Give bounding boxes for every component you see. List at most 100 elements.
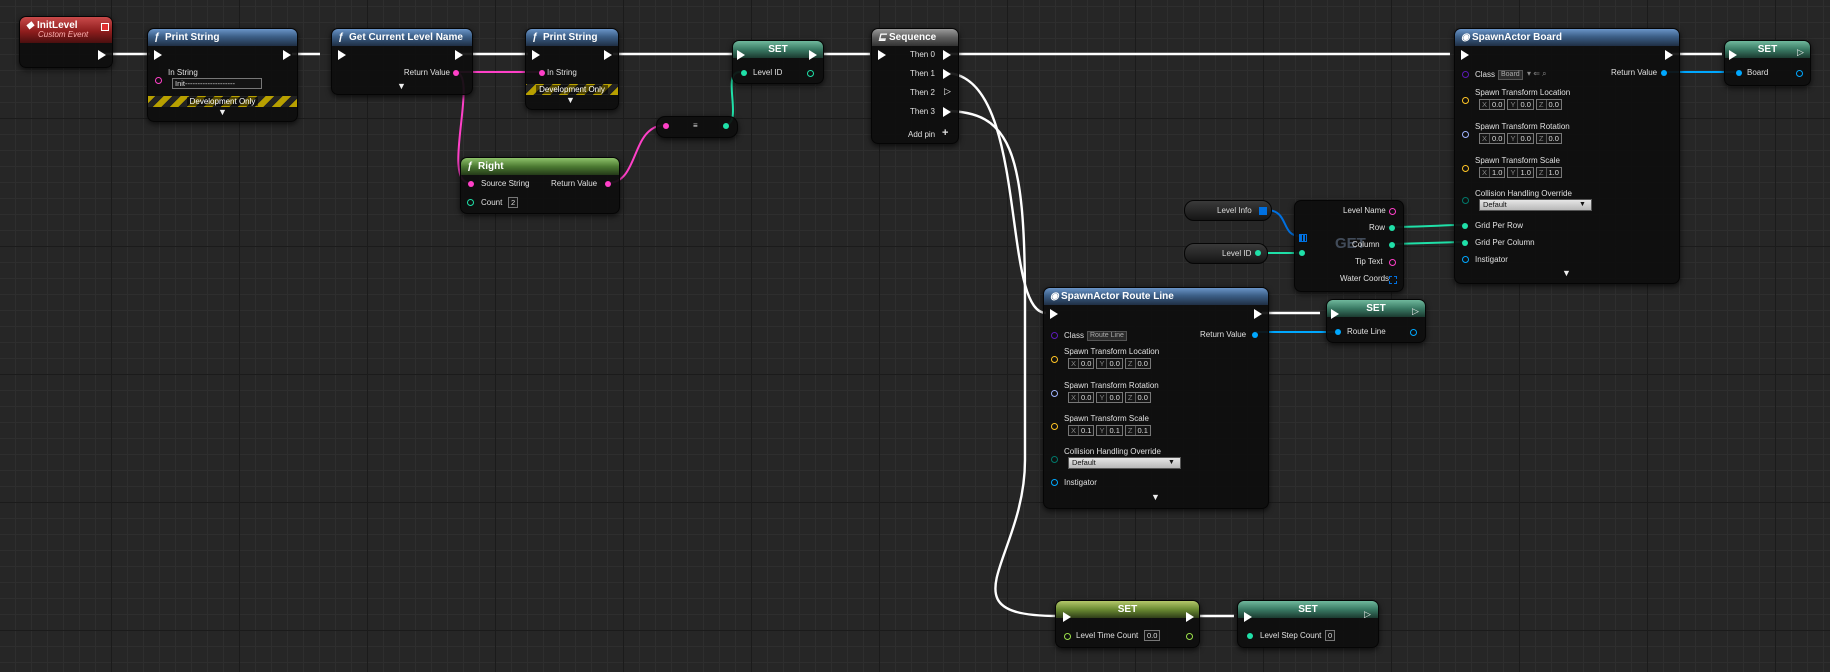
- class-tools-icon[interactable]: ▾ ⇐ ⌕: [1527, 69, 1547, 78]
- exec-out-pin[interactable]: [809, 50, 817, 60]
- column-pin[interactable]: [1389, 242, 1395, 248]
- class-pin[interactable]: [1051, 332, 1058, 339]
- exec-in-pin[interactable]: [1729, 50, 1737, 60]
- exec-out-pin[interactable]: ▷: [1364, 609, 1371, 619]
- index-pin[interactable]: [1299, 250, 1305, 256]
- level-id-out-pin[interactable]: [807, 70, 814, 77]
- count-input[interactable]: 2: [508, 197, 519, 208]
- grid-per-column-pin[interactable]: [1462, 240, 1468, 246]
- rotation-pin[interactable]: [1462, 131, 1469, 138]
- location-pin[interactable]: [1051, 356, 1058, 363]
- in-string-pin[interactable]: [155, 77, 162, 84]
- count-pin[interactable]: [467, 199, 474, 206]
- in-string-pin[interactable]: [539, 70, 545, 76]
- set-level-id-node[interactable]: SET Level ID: [732, 40, 824, 84]
- exec-in-pin[interactable]: [338, 50, 346, 60]
- exec-in-pin[interactable]: [154, 50, 162, 60]
- exec-out-pin[interactable]: [604, 50, 612, 60]
- init-level-event-node[interactable]: ◆InitLevel Custom Event: [19, 16, 113, 68]
- level-id-pin[interactable]: [741, 70, 747, 76]
- conversion-out-pin[interactable]: [723, 123, 729, 129]
- class-pin[interactable]: [1462, 71, 1469, 78]
- expand-arrow-icon[interactable]: ▼: [1562, 268, 1571, 278]
- exec-out-pin[interactable]: [455, 50, 463, 60]
- exec-in-pin[interactable]: [1244, 612, 1252, 622]
- conversion-in-pin[interactable]: [663, 123, 669, 129]
- exec-out-pin[interactable]: [1186, 612, 1194, 622]
- expand-arrow-icon[interactable]: ▼: [1151, 492, 1160, 502]
- level-step-count-input[interactable]: 0: [1325, 630, 1336, 641]
- exec-out-pin[interactable]: ▷: [1412, 306, 1419, 316]
- instigator-pin[interactable]: [1051, 479, 1058, 486]
- then-2-pin[interactable]: ▷: [944, 86, 951, 96]
- level-info-variable[interactable]: Level Info: [1184, 200, 1272, 221]
- level-name-pin[interactable]: [1389, 208, 1396, 215]
- exec-out-pin[interactable]: ▷: [1797, 47, 1804, 57]
- set-level-step-count-node[interactable]: SET ▷ Level Step Count 0: [1237, 600, 1379, 648]
- water-coords-pin[interactable]: [1389, 276, 1397, 284]
- level-step-count-pin[interactable]: [1247, 633, 1253, 639]
- spawn-actor-route-line-node[interactable]: ◉SpawnActor Route Line Class Route Line …: [1043, 287, 1269, 509]
- collision-dropdown[interactable]: Default: [1479, 199, 1592, 211]
- return-value-pin[interactable]: [453, 70, 459, 76]
- expand-arrow-icon[interactable]: ▼: [566, 95, 575, 105]
- conversion-node[interactable]: ≡: [656, 116, 738, 138]
- grid-per-row-pin[interactable]: [1462, 223, 1468, 229]
- level-id-variable[interactable]: Level ID: [1184, 243, 1268, 264]
- exec-in-pin[interactable]: [737, 50, 745, 60]
- expand-arrow-icon[interactable]: ▼: [397, 81, 406, 91]
- row-pin[interactable]: [1389, 225, 1395, 231]
- exec-in-pin[interactable]: [1461, 50, 1469, 60]
- int-pin[interactable]: [1255, 250, 1261, 256]
- spawn-actor-board-node[interactable]: ◉SpawnActor Board Class Board ▾ ⇐ ⌕ Retu…: [1454, 28, 1680, 284]
- expand-arrow-icon[interactable]: ▼: [218, 107, 227, 117]
- board-out-pin[interactable]: [1796, 70, 1803, 77]
- exec-out-pin[interactable]: [98, 50, 106, 60]
- exec-in-pin[interactable]: [532, 50, 540, 60]
- exec-in-pin[interactable]: [1063, 612, 1071, 622]
- add-pin-label[interactable]: Add pin: [908, 130, 936, 139]
- delegate-pin-icon[interactable]: [101, 23, 109, 31]
- struct-pin[interactable]: [1259, 207, 1267, 215]
- collision-pin[interactable]: [1051, 456, 1058, 463]
- scale-pin[interactable]: [1462, 165, 1469, 172]
- set-route-line-node[interactable]: SET ▷ Route Line: [1326, 299, 1426, 343]
- scale-pin[interactable]: [1051, 423, 1058, 430]
- exec-in-pin[interactable]: [1050, 309, 1058, 319]
- tip-text-pin[interactable]: [1389, 259, 1396, 266]
- chevron-down-icon[interactable]: ▼: [1168, 459, 1175, 466]
- in-string-input[interactable]: Init--------------------: [172, 78, 262, 89]
- exec-out-pin[interactable]: [283, 50, 291, 60]
- sequence-node[interactable]: ⊑Sequence Then 0 Then 1 Then 2 ▷ Then 3 …: [871, 28, 959, 144]
- chevron-down-icon[interactable]: ▼: [1579, 201, 1586, 208]
- return-value-pin[interactable]: [1661, 70, 1667, 76]
- collision-pin[interactable]: [1462, 197, 1469, 204]
- exec-out-pin[interactable]: [1665, 50, 1673, 60]
- class-select[interactable]: Route Line: [1087, 331, 1127, 341]
- return-value-pin[interactable]: [1252, 332, 1258, 338]
- class-select[interactable]: Board: [1498, 70, 1523, 80]
- then-3-pin[interactable]: [943, 107, 951, 117]
- board-pin[interactable]: [1736, 70, 1742, 76]
- set-level-time-count-node[interactable]: SET Level Time Count 0.0: [1055, 600, 1200, 648]
- add-pin-icon[interactable]: +: [942, 127, 949, 139]
- exec-in-pin[interactable]: [878, 50, 886, 60]
- return-value-pin[interactable]: [605, 181, 611, 187]
- collision-dropdown[interactable]: Default: [1068, 457, 1181, 469]
- then-0-pin[interactable]: [943, 50, 951, 60]
- then-1-pin[interactable]: [943, 69, 951, 79]
- exec-out-pin[interactable]: [1254, 309, 1262, 319]
- set-board-node[interactable]: SET ▷ Board: [1724, 40, 1811, 86]
- source-string-pin[interactable]: [468, 181, 474, 187]
- route-line-out-pin[interactable]: [1410, 329, 1417, 336]
